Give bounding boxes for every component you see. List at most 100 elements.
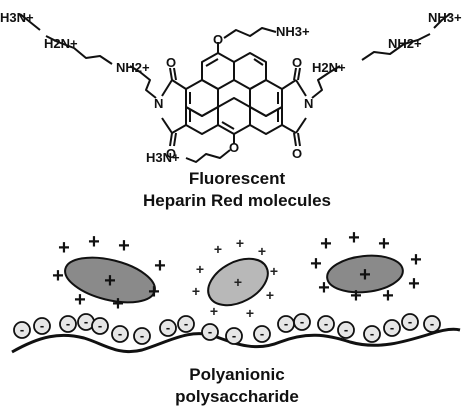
anion-circle (111, 325, 129, 343)
perylene-core (185, 52, 283, 135)
plus-r4: + (310, 253, 322, 275)
ammonium-nh3-top: NH3+ (276, 24, 310, 39)
polysaccharide-chain (11, 327, 461, 354)
anion-circle (201, 323, 219, 341)
ammonium-h2n-left: H2N+ (44, 36, 78, 51)
atom-labels: O O O O O O N N (154, 32, 313, 161)
plus-m2: + (236, 235, 244, 251)
imide-right (281, 67, 307, 147)
atom-n-right: N (304, 96, 313, 111)
anion-circle (225, 327, 243, 345)
atom-o-top: O (213, 32, 223, 47)
plus-center-middle: + (234, 274, 242, 290)
minus-sign: - (40, 318, 44, 333)
minus-sign: - (98, 318, 102, 333)
plus-center-left: + (104, 270, 116, 292)
minus-sign: - (260, 326, 264, 341)
anion-circle (363, 325, 381, 343)
minus-sign: - (166, 320, 170, 335)
plus-m5: + (270, 263, 278, 279)
plus-m7: + (266, 287, 274, 303)
anion-circle (383, 319, 401, 337)
binding-schematic: + + + + + + + + + + + + + + + + + (11, 227, 461, 354)
minus-sign: - (284, 316, 288, 331)
aggregate-left: + + + + + + + + + (52, 231, 166, 315)
plus-m9: + (246, 305, 254, 321)
caption-top-line1: Fluorescent (188, 169, 286, 188)
minus-sign: - (184, 316, 188, 331)
minus-sign: - (408, 314, 412, 329)
anion-circle (293, 313, 311, 331)
minus-sign: - (232, 328, 236, 343)
anionic-charges: -------------------- (13, 313, 441, 345)
caption-bottom-line2: polysaccharide (175, 387, 299, 406)
plus-r3: + (378, 233, 390, 255)
minus-sign: - (66, 316, 70, 331)
plus-l2: + (88, 231, 100, 253)
anion-circle (337, 321, 355, 339)
imide-left (161, 67, 187, 147)
plus-l5: + (154, 255, 166, 277)
anion-circle (91, 317, 109, 335)
plus-m4: + (196, 261, 204, 277)
aggregate-ellipse-right (326, 254, 404, 294)
atom-o-imide-4: O (292, 146, 302, 161)
caption-bottom-line1: Polyanionic (189, 365, 285, 384)
plus-m8: + (210, 303, 218, 319)
plus-r6: + (318, 277, 330, 299)
plus-l1: + (58, 237, 70, 259)
atom-o-imide-1: O (166, 55, 176, 70)
minus-sign: - (344, 322, 348, 337)
plus-r2: + (348, 227, 360, 249)
anion-circle (317, 315, 335, 333)
aggregate-right: + + + + + + + + + + (310, 227, 422, 307)
anion-circle (59, 315, 77, 333)
minus-sign: - (140, 328, 144, 343)
plus-l4: + (52, 265, 64, 287)
anion-circle (33, 317, 51, 335)
minus-sign: - (300, 314, 304, 329)
aggregate-ellipse-left (64, 256, 156, 304)
ammonium-h3n-bottom: H3N+ (146, 150, 180, 165)
anion-circle (401, 313, 419, 331)
plus-m6: + (192, 283, 200, 299)
minus-sign: - (84, 314, 88, 329)
minus-sign: - (118, 326, 122, 341)
atom-o-imide-2: O (166, 146, 176, 161)
heparin-red-molecule (19, 13, 451, 163)
caption-heparin-red: Fluorescent Heparin Red molecules (0, 168, 474, 212)
anion-circle (159, 319, 177, 337)
plus-l7: + (112, 293, 124, 315)
ammonium-h3n-left: H3N+ (0, 10, 34, 25)
aggregate-middle: + + + + + + + + + + (192, 235, 278, 321)
minus-sign: - (390, 320, 394, 335)
ammonium-nh2-right: NH2+ (388, 36, 422, 51)
anion-circle (13, 321, 31, 339)
plus-r5: + (410, 249, 422, 271)
plus-r1: + (320, 233, 332, 255)
ammonium-nh2-left: NH2+ (116, 60, 150, 75)
atom-o-bottom: O (229, 140, 239, 155)
atom-n-left: N (154, 96, 163, 111)
plus-center-right: + (359, 264, 371, 286)
plus-m3: + (258, 243, 266, 259)
plus-l3: + (118, 235, 130, 257)
plus-m1: + (214, 241, 222, 257)
plus-r7: + (350, 285, 362, 307)
minus-sign: - (208, 324, 212, 339)
atom-o-imide-3: O (292, 55, 302, 70)
ammonium-labels: H3N+ H2N+ NH2+ NH3+ NH3+ NH2+ H2N+ H3N+ (0, 10, 462, 165)
anion-circle (423, 315, 441, 333)
anion-circle (133, 327, 151, 345)
minus-sign: - (430, 316, 434, 331)
plus-l8: + (148, 281, 160, 303)
ammonium-h2n-right: H2N+ (312, 60, 346, 75)
ammonium-nh3-right: NH3+ (428, 10, 462, 25)
minus-sign: - (370, 326, 374, 341)
plus-l6: + (74, 289, 86, 311)
caption-top-line2: Heparin Red molecules (142, 191, 331, 210)
aggregate-ellipse-middle (207, 257, 269, 307)
plus-r9: + (408, 273, 420, 295)
caption-polysaccharide: Polyanionic polysaccharide (0, 364, 474, 408)
minus-sign: - (20, 322, 24, 337)
